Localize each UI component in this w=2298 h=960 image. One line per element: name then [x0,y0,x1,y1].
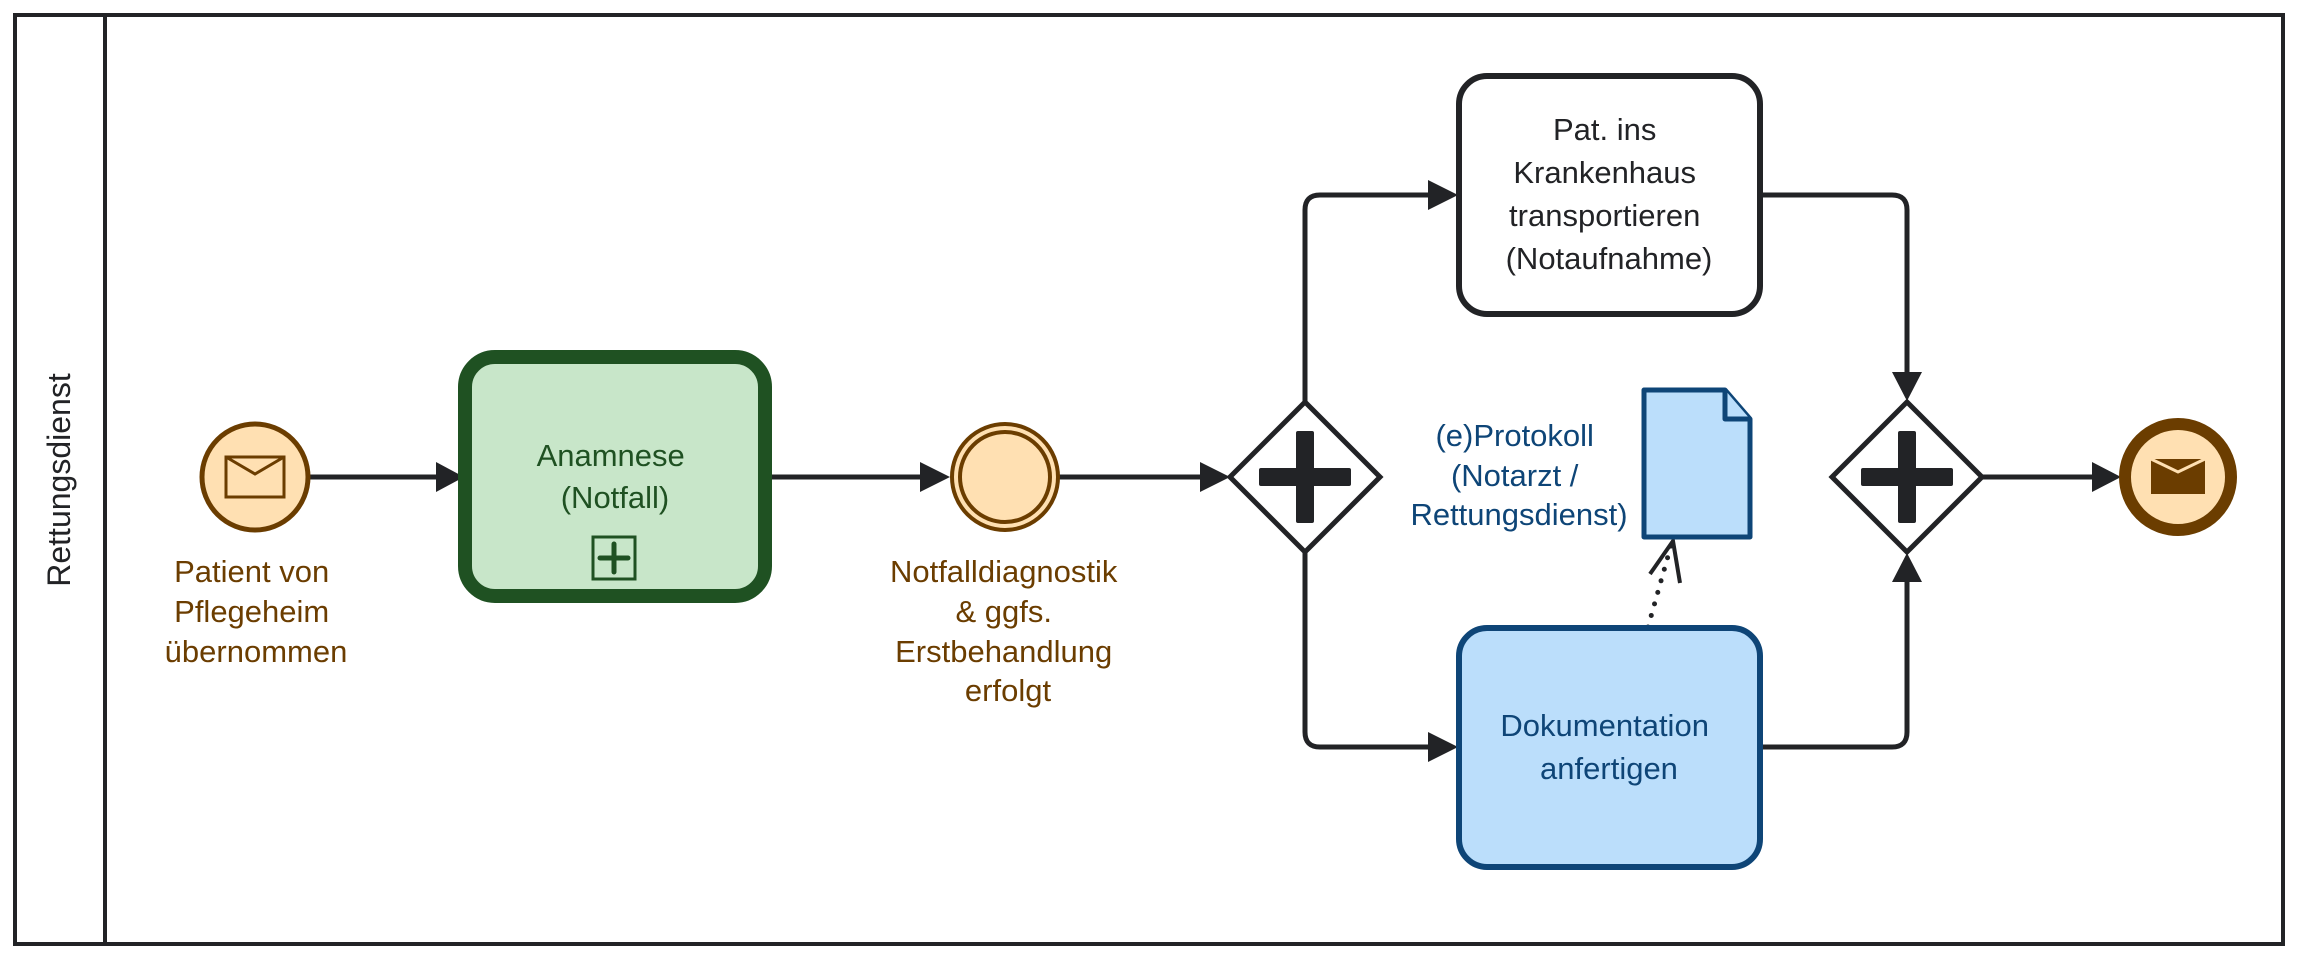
start-event-label: Patient von Pflegeheim übernommen [165,554,348,669]
start-event[interactable]: Patient von Pflegeheim übernommen [165,421,348,669]
flow-gateway-to-transport[interactable] [1302,180,1458,405]
document-icon [1641,387,1753,540]
plus-icon [1861,431,1953,523]
plus-box-icon[interactable] [591,535,637,581]
association-documentation-to-data[interactable] [1645,535,1682,630]
gateway-join[interactable] [1828,398,1986,556]
envelope-filled-icon [2150,457,2206,494]
flow-start-to-anamnese[interactable] [307,462,464,492]
intermediate-event-label: Notfalldiagnostik & ggfs. Erstbehandlung… [890,554,1126,708]
plus-icon [1259,431,1351,523]
intermediate-event[interactable]: Notfalldiagnostik & ggfs. Erstbehandlung… [890,422,1126,708]
task-documentation[interactable]: Dokumentation anfertigen [1456,625,1763,870]
flow-documentation-to-join[interactable] [1757,553,1922,750]
flow-anamnese-to-intermediate[interactable] [769,462,950,492]
sequence-flows [307,180,2121,762]
task-anamnese-label: Anamnese (Notfall) [537,438,694,515]
data-object-label: (e)Protokoll (Notarzt / Rettungsdienst) [1410,418,1627,532]
flow-join-to-end[interactable] [1980,462,2121,492]
flow-intermediate-to-gateway[interactable] [1057,462,1230,492]
lane-label: Rettungsdienst [41,373,77,587]
envelope-icon [224,455,286,499]
task-transport-label: Pat. ins Krankenhaus transportieren (Not… [1506,112,1713,276]
task-transport[interactable]: Pat. ins Krankenhaus transportieren (Not… [1456,73,1763,317]
task-documentation-label: Dokumentation anfertigen [1500,708,1717,786]
data-object[interactable]: (e)Protokoll (Notarzt / Rettungsdienst) [1410,387,1753,540]
flow-transport-to-join[interactable] [1757,192,1922,401]
task-anamnese[interactable]: Anamnese (Notfall) [458,350,772,603]
gateway-split[interactable] [1226,398,1384,556]
end-event[interactable] [2119,418,2237,536]
flow-gateway-to-documentation[interactable] [1302,549,1458,762]
